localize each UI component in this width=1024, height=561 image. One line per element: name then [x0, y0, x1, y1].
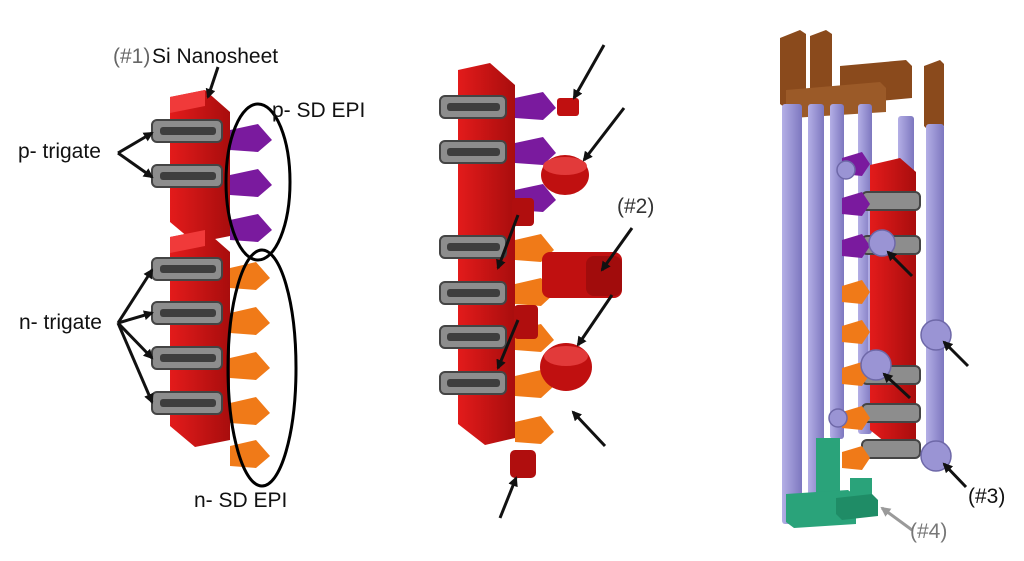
marker-4-arrow	[880, 506, 913, 532]
si-nanosheet-label: Si Nanosheet	[152, 45, 279, 68]
si-nanosheet-arrow	[205, 66, 220, 99]
n-sd-epi-blocks	[230, 262, 270, 468]
panel-3-channels	[861, 158, 921, 459]
p-sd-epi-label: p- SD EPI	[272, 99, 366, 122]
p-trigate-label: p- trigate	[18, 140, 101, 163]
n-trigate-label: n- trigate	[19, 311, 102, 334]
panel-3-via-pads	[828, 160, 952, 472]
si-nanosheet-tag: (#1)	[113, 45, 151, 68]
panel-3-orange-epi	[842, 280, 870, 470]
p-epi-ellipse	[224, 102, 292, 262]
panel-2-purple-epi	[515, 92, 556, 212]
p-sd-epi-blocks	[230, 124, 272, 242]
n-trigate-gates	[151, 257, 223, 415]
contact-post-2	[514, 305, 538, 339]
panel-1-arrows	[116, 66, 220, 404]
marker-2-label: (#2)	[617, 195, 655, 218]
panel-2-arrows	[496, 44, 634, 519]
panel-2-gates	[439, 95, 507, 395]
n-trigate-arrow-2	[117, 310, 154, 325]
panel-3-teal-base	[786, 438, 878, 528]
panel-3-stack	[780, 30, 952, 528]
n-trigate-arrow-1	[116, 268, 154, 324]
n-epi-ellipse	[226, 248, 298, 488]
p-trigate-arrow-2	[117, 151, 154, 179]
p-trigate-arrow-1	[117, 131, 154, 155]
marker-3-label: (#3)	[968, 485, 1006, 508]
marker-4-label: (#4)	[910, 520, 948, 543]
n-sd-epi-label: n- SD EPI	[194, 489, 288, 512]
panel-1-stack	[151, 90, 298, 488]
contact-small-top	[557, 98, 579, 116]
contact-post-3	[510, 450, 536, 478]
p-trigate-gates	[151, 119, 223, 188]
n-trigate-arrow-3	[116, 321, 154, 360]
panel-2-stack	[439, 63, 622, 478]
n-trigate-arrow-4	[116, 322, 154, 404]
panel-3-arrows	[882, 250, 970, 489]
